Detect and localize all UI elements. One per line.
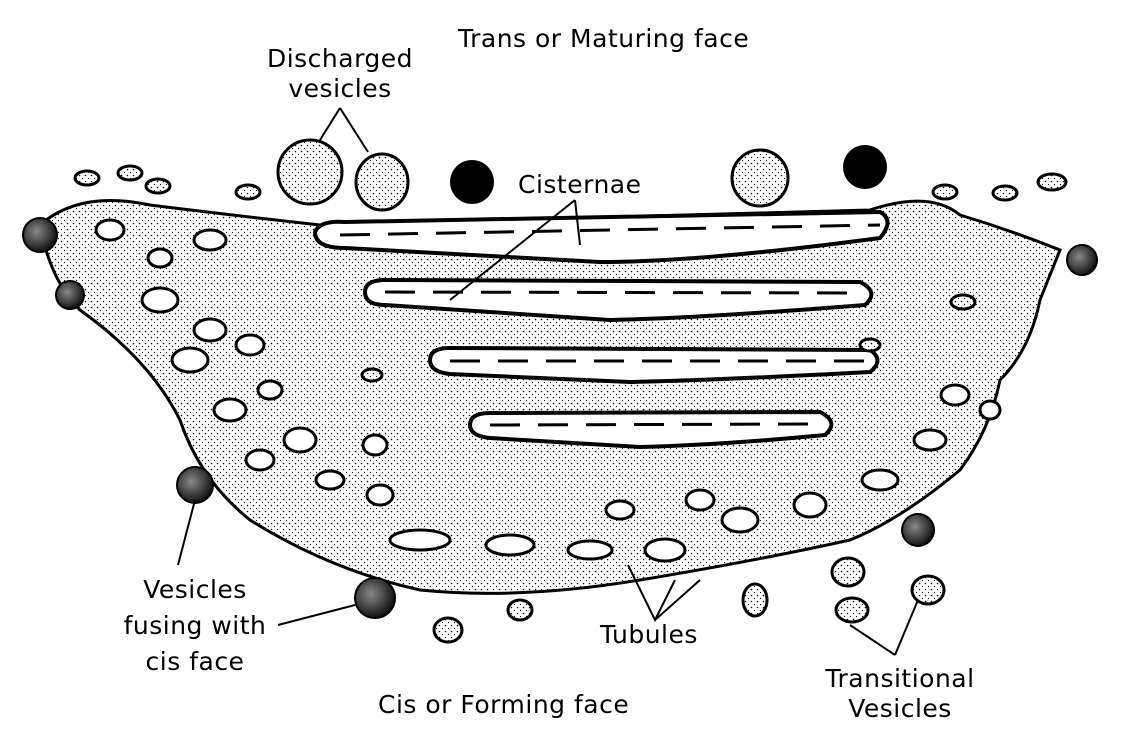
discharged-vesicles-label: Discharged vesicles: [250, 44, 430, 104]
dark-vesicles: [450, 145, 887, 204]
cisternae-stack: [312, 209, 890, 450]
discharged-vesicles-label-line1: Discharged: [266, 44, 414, 73]
vesicles-fusing-label-line3: cis face: [145, 647, 245, 676]
vesicles-fusing-label: Vesicles fusing with cis face: [110, 572, 280, 680]
transitional-vesicles: [432, 556, 946, 644]
transitional-vesicles-label: Transitional Vesicles: [800, 664, 1000, 724]
transitional-vesicles-label-line2: Vesicles: [848, 694, 952, 723]
vesicles-fusing-label-line2: fusing with: [123, 611, 267, 640]
discharged-vesicles-label-line2: vesicles: [288, 74, 392, 103]
network-holes: [94, 218, 1002, 563]
tubules-label: Tubules: [600, 620, 698, 649]
trans-face-label: Trans or Maturing face: [458, 24, 750, 53]
vesicles-fusing-label-line1: Vesicles: [143, 575, 247, 604]
leader-lines: [177, 107, 919, 656]
tubule-ends: [73, 164, 1068, 383]
cis-face-label: Cis or Forming face: [378, 690, 630, 719]
transitional-vesicles-label-line1: Transitional: [825, 664, 975, 693]
cisternae-label: Cisternae: [518, 170, 642, 199]
discharged-vesicles: [276, 138, 790, 212]
fusing-vesicles: [22, 217, 1098, 619]
